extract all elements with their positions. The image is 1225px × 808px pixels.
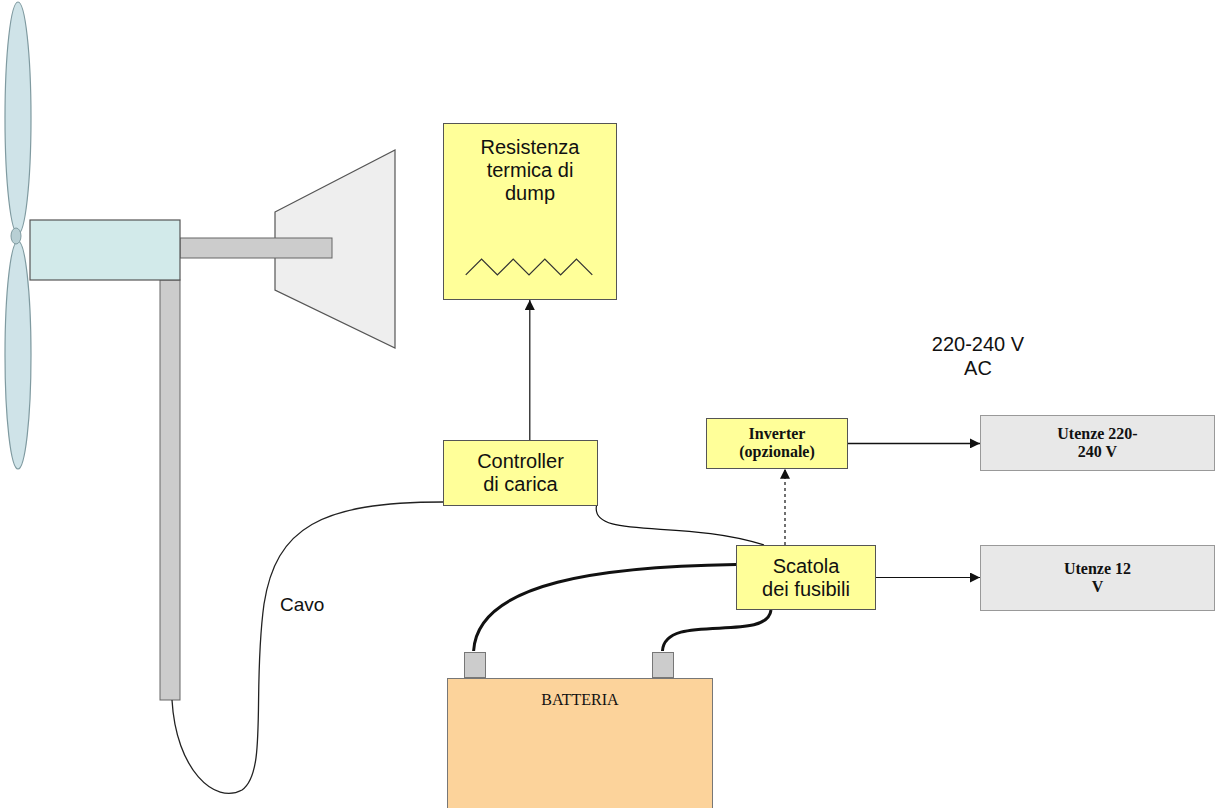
box-label: Inverter (opzionale): [727, 425, 827, 462]
box-label: Scatola dei fusibili: [760, 555, 852, 601]
load-box: Utenze 220-240 V: [980, 415, 1215, 471]
battery-wire: [474, 565, 736, 652]
box-label: Utenze 220-240 V: [1048, 425, 1148, 462]
battery-terminal: [464, 652, 486, 678]
charge-controller-box: Controller di carica: [443, 440, 598, 506]
box-label: BATTERIA: [541, 691, 618, 709]
cable-wire: [172, 502, 443, 793]
dc-wire: [596, 506, 764, 545]
battery-terminal: [652, 652, 674, 678]
arrow-connector: [529, 300, 530, 440]
box-label: Resistenza termica di dump: [473, 136, 588, 205]
turbine-blade: [5, 2, 31, 234]
ac-output-arrow: [848, 443, 980, 445]
fuse-box: Scatola dei fusibili: [736, 545, 876, 610]
box-label: Utenze 12 V: [1058, 560, 1138, 597]
tail-boom: [180, 238, 332, 258]
load-box: Utenze 12 V: [980, 545, 1215, 611]
rotor-hub: [11, 228, 21, 244]
dotted-arrow: [784, 469, 785, 545]
inverter-box: Inverter (opzionale): [706, 418, 848, 469]
cable-label: Cavo: [278, 594, 326, 616]
resistor-symbol: [444, 253, 616, 283]
dc-output-arrow: [876, 577, 980, 578]
battery: BATTERIA: [447, 678, 713, 808]
turbine-blade: [5, 241, 31, 469]
tower: [160, 280, 180, 700]
dump-load-box: Resistenza termica di dump: [443, 123, 617, 300]
battery-wire: [662, 610, 771, 651]
edge-label: 220-240 V AC: [920, 332, 1036, 380]
nacelle: [30, 220, 180, 280]
box-label: Controller di carica: [473, 450, 568, 496]
